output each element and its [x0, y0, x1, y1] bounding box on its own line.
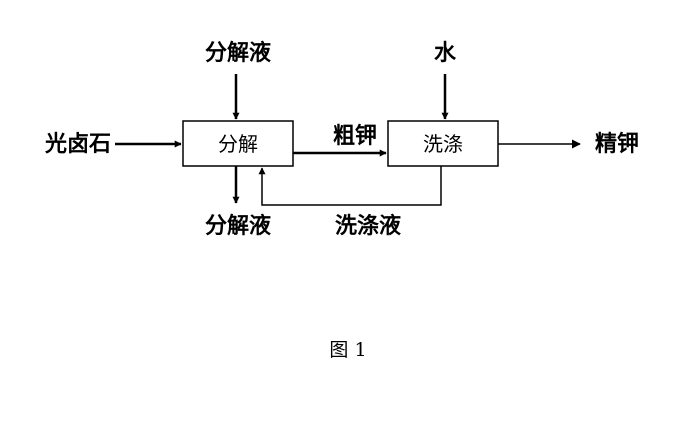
decompose-liquor-top-label: 分解液 [205, 40, 271, 66]
figure-caption: 图 1 [329, 339, 366, 361]
wash-liquor-label: 洗涤液 [335, 213, 401, 239]
decompose-box-label: 分解 [218, 132, 258, 156]
decompose-box [182, 120, 294, 167]
fine-potassium-label: 精钾 [595, 131, 639, 157]
water-label: 水 [434, 40, 457, 66]
wash-liquor-recycle-line [258, 166, 442, 206]
input-ore-label: 光卤石 [44, 131, 111, 157]
decompose-liquor-bottom-label: 分解液 [205, 213, 271, 239]
wash-box-label: 洗涤 [423, 132, 463, 156]
wash-box [387, 120, 499, 167]
crude-potassium-label: 粗钾 [333, 123, 377, 149]
